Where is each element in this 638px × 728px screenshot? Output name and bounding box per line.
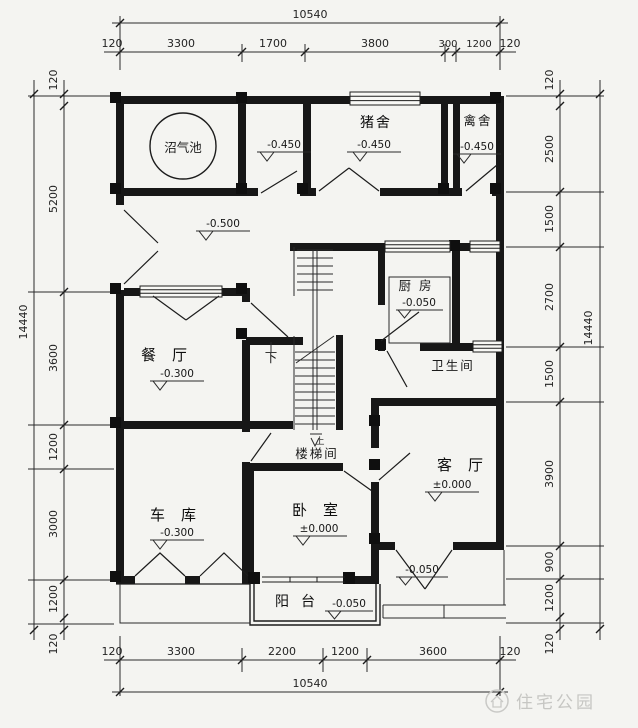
dim-bottom-seg: 120: [500, 645, 521, 658]
level-porch: -0.050: [396, 564, 448, 586]
dim-right-seg: 3900: [543, 460, 556, 488]
dim-left-seg: 3000: [47, 510, 60, 538]
stair-down-label: 下: [265, 350, 278, 365]
dim-left-seg: 120: [47, 70, 60, 91]
level-value: -0.450: [357, 139, 391, 151]
room-label-balcony: 阳台: [275, 594, 327, 610]
room-label-stair: 楼梯间: [295, 446, 339, 461]
level-value: -0.450: [267, 139, 301, 151]
dim-top-seg: 300: [438, 39, 457, 50]
room-pig: 猪舍 -0.450: [347, 115, 401, 162]
dim-bottom-overall: 10540: [293, 677, 328, 690]
dim-top-overall: 10540: [293, 8, 328, 21]
room-balcony: 阳台 -0.050: [275, 594, 373, 620]
room-bedroom: 卧室 ±0.000: [292, 501, 354, 546]
window-dining-top: [139, 285, 223, 298]
window-bath: [472, 340, 503, 353]
room-label-dining: 餐厅: [141, 346, 203, 364]
dim-right-seg: 120: [543, 70, 556, 91]
garage-apron: [119, 584, 250, 624]
window-pig-top: [349, 91, 421, 106]
window-kitchen-top: [384, 240, 451, 253]
dim-bottom-seg: 120: [102, 645, 123, 658]
room-label-biogas: 沼气池: [164, 140, 202, 155]
dim-left-seg: 5200: [47, 185, 60, 213]
dim-bottom-seg: 3300: [167, 645, 195, 658]
garage-door-marks: [116, 552, 250, 585]
room-garage: 车库 -0.300: [150, 506, 212, 550]
watermark-text: 住宅公园: [516, 693, 596, 713]
level-value: -0.300: [160, 368, 194, 380]
level-vestibule: -0.450: [257, 139, 311, 162]
dim-left: 14440 120 5200 3600 1200 3000 1200 120: [17, 70, 60, 655]
dim-left-seg: 1200: [47, 433, 60, 461]
watermark: 住宅公园: [485, 689, 596, 713]
dim-top-seg: 1700: [259, 37, 287, 50]
dim-right-seg: 900: [543, 552, 556, 573]
balcony-rail: [249, 584, 381, 626]
level-value: -0.050: [332, 598, 366, 610]
room-label-bath: 卫生间: [431, 358, 475, 373]
windows: [139, 91, 503, 583]
level-value: ±0.000: [300, 523, 339, 535]
dim-right-seg: 1500: [543, 205, 556, 233]
columns: [110, 92, 501, 584]
dim-right-seg: 1500: [543, 360, 556, 388]
kitchen-counter: [388, 276, 451, 344]
room-label-kitchen: 厨房: [398, 278, 439, 293]
room-kitchen: 厨房 -0.050: [396, 278, 443, 319]
dim-left-overall: 14440: [17, 305, 30, 340]
room-label-bedroom: 卧室: [292, 501, 354, 519]
room-labels: 沼气池 猪舍 -0.450 禽舍 -0.450 厨房 -0.050 餐厅 -0.…: [141, 113, 501, 620]
dim-right-seg: 2700: [543, 283, 556, 311]
level-value: -0.300: [160, 527, 194, 539]
dim-right-overall: 14440: [582, 311, 595, 346]
level-value: -0.050: [405, 564, 439, 576]
window-passage-top: [469, 240, 501, 253]
room-label-pig: 猪舍: [360, 115, 392, 131]
window-bedroom-balcony: [262, 576, 345, 583]
room-label-poultry: 禽舍: [463, 113, 492, 128]
level-value: -0.500: [206, 218, 240, 230]
level-value: -0.450: [460, 141, 494, 153]
door-swings: [116, 164, 498, 590]
dim-top-seg: 1200: [466, 39, 491, 50]
extra-level-markers: -0.450 -0.500 -0.050: [196, 139, 448, 586]
dim-right-seg: 2500: [543, 135, 556, 163]
level-value: ±0.000: [433, 479, 472, 491]
dim-left-seg: 120: [47, 634, 60, 655]
dim-left-seg: 3600: [47, 344, 60, 372]
level-courtyard: -0.500: [196, 218, 250, 241]
room-label-garage: 车库: [150, 506, 212, 524]
dim-top-seg: 120: [500, 37, 521, 50]
dim-left-seg: 1200: [47, 585, 60, 613]
room-poultry: 禽舍 -0.450: [453, 113, 501, 164]
stairs: 下 上: [265, 247, 335, 448]
dim-top-seg: 120: [102, 37, 123, 50]
dimension-lines: [28, 16, 605, 697]
dim-top-seg: 3300: [167, 37, 195, 50]
stair-up-label: 上: [315, 436, 324, 447]
dim-right: 14440 120 2500 1500 2700 1500 3900 900 1…: [543, 70, 595, 655]
room-label-living: 客厅: [437, 456, 499, 474]
dim-right-seg: 120: [543, 634, 556, 655]
level-value: -0.050: [402, 297, 436, 309]
dim-bottom: 10540 120 3300 2200 1200 3600 120: [102, 645, 521, 690]
fixtures: [119, 112, 506, 626]
room-dining: 餐厅 -0.300: [141, 346, 204, 391]
dim-bottom-seg: 1200: [331, 645, 359, 658]
biogas-tank: [149, 112, 217, 180]
dim-bottom-seg: 3600: [419, 645, 447, 658]
watermark-house-icon: [490, 695, 504, 708]
watermark-logo-icon: [485, 689, 509, 713]
dim-top-seg: 3800: [361, 37, 389, 50]
room-living: 客厅 ±0.000: [425, 456, 499, 502]
dim-right-seg: 1200: [543, 584, 556, 612]
walls: [110, 92, 504, 584]
entry-steps: [382, 550, 506, 619]
dim-top: 10540 120 3300 1700 3800 300 1200 120: [102, 8, 521, 50]
dim-bottom-seg: 2200: [268, 645, 296, 658]
